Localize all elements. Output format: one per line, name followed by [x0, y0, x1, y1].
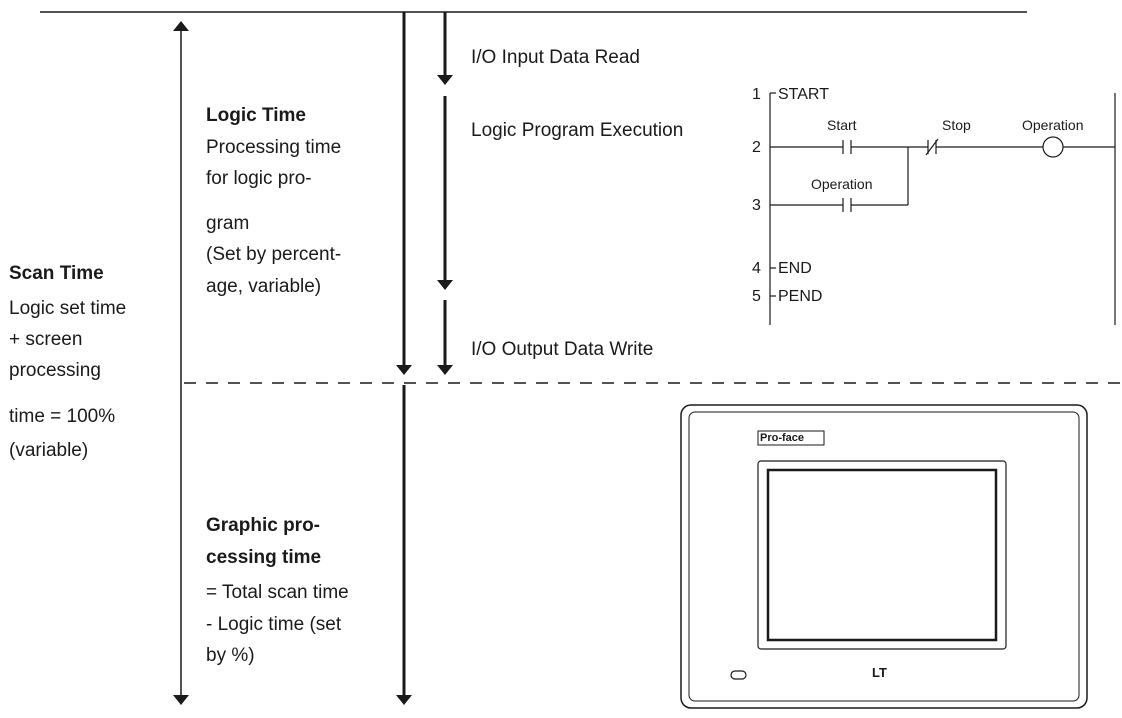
rung-number-1: 1 [752, 86, 761, 103]
graphic-time-title-2: cessing time [206, 547, 322, 568]
logic-time-line-3: gram [206, 213, 250, 234]
scan-time-line-4: time = 100% [9, 406, 116, 427]
logic-time-line-5: age, variable) [206, 276, 322, 297]
hmi-device [680, 404, 1088, 709]
logic-time-line-2: for logic pro- [206, 168, 312, 189]
ladder-end-label: END [778, 260, 812, 277]
operation-coil [1042, 136, 1064, 158]
contact-label-start: Start [827, 117, 857, 133]
stop-contact-slash [925, 138, 939, 156]
device-logo: LT [872, 665, 887, 680]
graphic-time-title-1: Graphic pro- [206, 515, 321, 536]
graphic-time-line-1: = Total scan time [206, 582, 349, 603]
graphic-time-line-2: - Logic time (set [206, 614, 342, 635]
scan-time-title: Scan Time [9, 263, 104, 284]
ladder-program [769, 92, 1116, 325]
logic-time-line-1: Processing time [206, 137, 342, 158]
contact-label-operation: Operation [811, 176, 873, 192]
step-execution-label: Logic Program Execution [471, 120, 684, 141]
rung-number-3: 3 [752, 197, 761, 214]
rung-number-2: 2 [752, 139, 761, 156]
device-outer-frame [680, 404, 1088, 709]
rung-number-4: 4 [752, 260, 761, 277]
contact-label-stop: Stop [942, 117, 971, 133]
brand-plate [757, 430, 825, 446]
step-output-label: I/O Output Data Write [471, 339, 654, 360]
device-inner-frame [688, 411, 1080, 702]
scan-time-line-1: Logic set time [9, 298, 127, 319]
device-screen [766, 468, 998, 642]
rung-number-5: 5 [752, 288, 761, 305]
scan-time-line-2: + screen [9, 329, 83, 350]
ladder-start-label: START [778, 86, 829, 103]
coil-label-operation: Operation [1022, 117, 1084, 133]
device-brand-label: Pro-face [760, 432, 805, 444]
step-input-label: I/O Input Data Read [471, 47, 640, 68]
graphic-time-line-3: by %) [206, 645, 255, 666]
power-led-icon [730, 670, 747, 680]
scan-time-line-3: processing [9, 360, 101, 381]
scan-time-line-5: (variable) [9, 440, 89, 461]
logic-time-line-4: (Set by percent- [206, 244, 342, 265]
device-bezel [757, 460, 1007, 650]
ladder-pend-label: PEND [778, 288, 823, 305]
logic-time-title: Logic Time [206, 105, 306, 126]
